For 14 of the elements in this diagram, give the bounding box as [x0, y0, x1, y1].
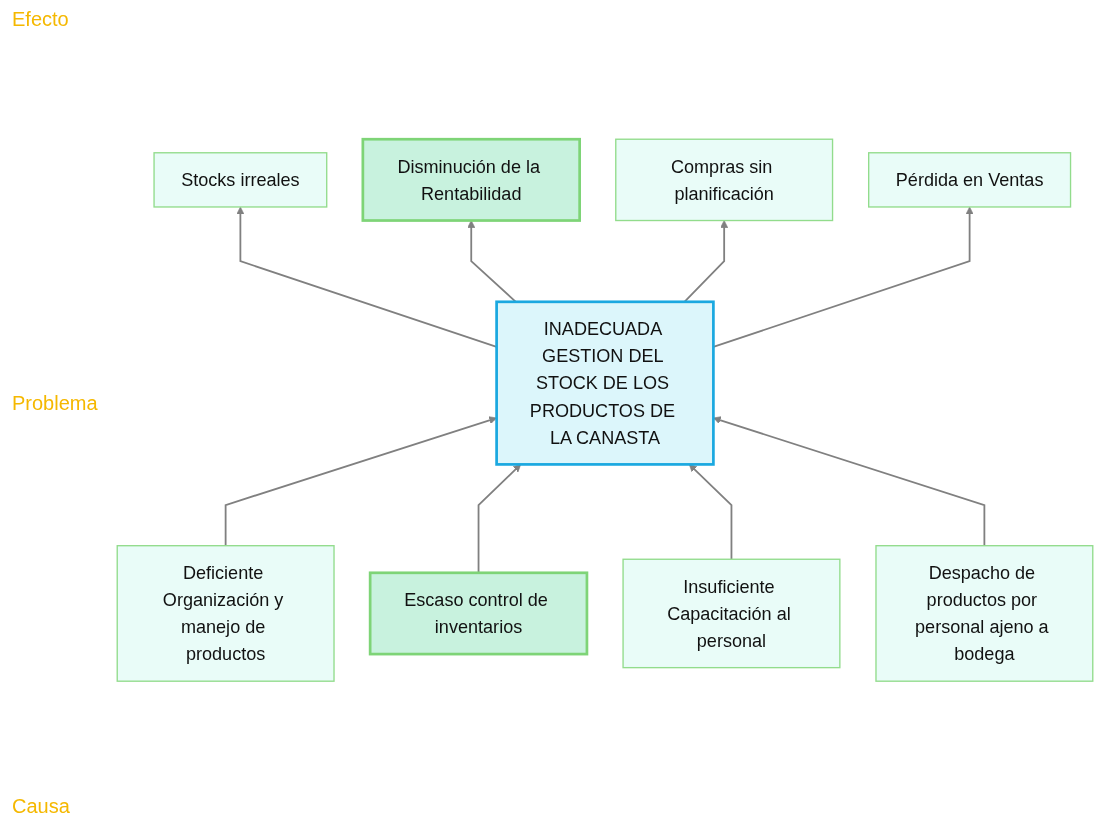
section-label: Causa	[12, 795, 70, 818]
node-box: Deficiente Organización y manejo de productos	[116, 544, 335, 682]
section-label: Efecto	[12, 8, 69, 31]
arrow	[224, 416, 497, 547]
node-box: Despacho de productos por personal ajeno a bodega	[875, 544, 1094, 682]
node-box: Pérdida en Ventas	[868, 151, 1072, 208]
node-box: Disminución de la Rentabilidad	[361, 137, 581, 222]
node-box: Stocks irreales	[153, 151, 328, 208]
section-label: Problema	[12, 392, 98, 415]
node-box: Compras sin planificación	[615, 138, 834, 221]
node-box: Escaso control de inventarios	[368, 571, 589, 656]
node-box: Insuficiente Capacitación al personal	[622, 558, 841, 669]
arrow	[713, 416, 986, 547]
node-box: INADECUADA GESTION DEL STOCK DE LOS PRODUCTOS DE LA CANASTA	[495, 300, 715, 466]
